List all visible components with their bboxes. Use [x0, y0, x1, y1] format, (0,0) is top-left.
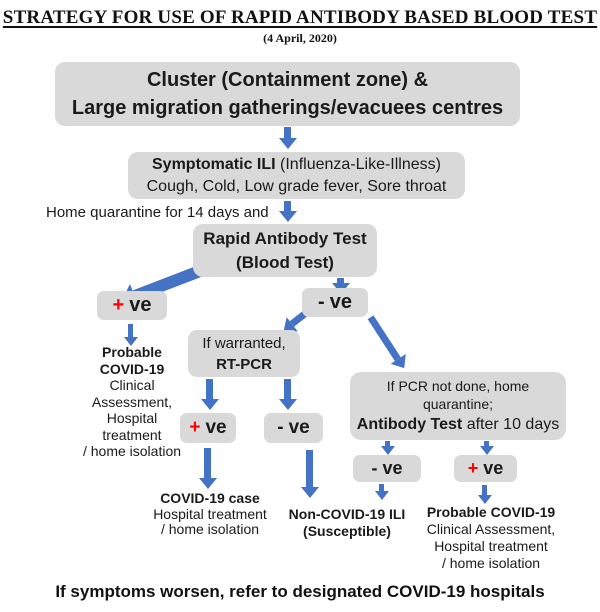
non-covid-line2: (Susceptible): [303, 523, 391, 539]
probable-left-line1: Probable: [102, 344, 162, 360]
pcr-not-done-line2: quarantine;: [422, 396, 494, 412]
diagram-date: (4 April, 2020): [263, 31, 337, 45]
minus-sign: -: [277, 417, 284, 438]
ve-label: ve: [288, 417, 310, 438]
covid-case-line1: COVID-19 case: [160, 490, 260, 506]
node-negative-result-1: -ve: [302, 288, 368, 317]
probable-left-line7: / home isolation: [82, 443, 182, 459]
plus-sign: +: [189, 417, 201, 438]
rt-pcr-line1: If warranted,: [202, 334, 286, 352]
node-probable-covid-left: Probable COVID-19 Clinical Assessment, H…: [62, 344, 202, 460]
cluster-line1: Cluster (Containment zone) &: [146, 69, 429, 91]
minus-sign: -: [318, 291, 325, 313]
node-symptomatic-ili: Symptomatic ILI (Influenza-Like-Illness)…: [128, 152, 465, 199]
symptomatic-line1: Symptomatic ILI (Influenza-Like-Illness): [152, 154, 441, 176]
node-pcr-not-done: If PCR not done, home quarantine; Antibo…: [350, 372, 566, 440]
node-non-covid-ili: Non-COVID-19 ILI (Susceptible): [284, 506, 410, 540]
node-positive-result-2: +ve: [180, 413, 236, 443]
probable-left-line2: COVID-19: [99, 360, 165, 377]
node-covid-case: COVID-19 case Hospital treatment / home …: [140, 490, 280, 538]
ve-label: ve: [483, 458, 504, 478]
node-probable-covid-right: Probable COVID-19 Clinical Assessment, H…: [418, 504, 564, 572]
plus-sign: +: [112, 294, 125, 316]
arrow-positive-to-probable-left: [123, 324, 139, 346]
arrow-rtpcr-to-negative: [279, 379, 297, 410]
covid-case-line3: / home isolation: [160, 521, 260, 537]
arrow-rtpcr-to-positive: [201, 379, 219, 410]
probable-left-line3: Clinical: [109, 377, 155, 393]
ve-label: ve: [205, 417, 227, 438]
arrow-negative-to-pcrnotdone: [363, 312, 412, 374]
ve-label: ve: [129, 294, 152, 316]
symptomatic-subtitle: (Influenza-Like-Illness): [275, 155, 441, 173]
antibody-test-label: Antibody Test: [356, 416, 463, 433]
plus-sign: +: [467, 458, 479, 478]
ve-label: ve: [382, 458, 403, 478]
rapid-test-line2: (Blood Test): [236, 252, 334, 272]
non-covid-line1: Non-COVID-19 ILI: [288, 506, 406, 522]
arrow-negative-to-noncovid: [374, 484, 390, 500]
text-home-quarantine: Home quarantine for 14 days and: [46, 204, 269, 221]
rapid-test-line1: Rapid Antibody Test: [203, 228, 367, 248]
node-positive-result-1: +ve: [97, 291, 167, 320]
symptomatic-line2: Cough, Cold, Low grade fever, Sore throa…: [146, 177, 447, 195]
ve-label: ve: [329, 291, 352, 313]
node-negative-result-2: -ve: [264, 413, 323, 443]
node-negative-result-3: -ve: [353, 455, 421, 482]
arrow-negative-to-noncovid-2: [301, 450, 319, 498]
node-rapid-antibody-test: Rapid Antibody Test (Blood Test): [193, 224, 377, 277]
pcr-not-done-line1: If PCR not done, home: [386, 378, 530, 394]
probable-right-line2: Clinical Assessment,: [426, 521, 556, 537]
diagram-title: STRATEGY FOR USE OF RAPID ANTIBODY BASED…: [2, 7, 598, 28]
probable-left-line4: Assessment,: [91, 393, 173, 410]
cluster-line2: Large migration gatherings/evacuees cent…: [71, 97, 504, 119]
arrow-pcrnotdone-to-negative: [380, 441, 396, 455]
footer-note: If symptoms worsen, refer to designated …: [55, 582, 545, 601]
node-cluster: Cluster (Containment zone) & Large migra…: [55, 62, 520, 126]
minus-sign: -: [371, 458, 378, 478]
arrow-pcrnotdone-to-positive: [479, 441, 495, 455]
probable-left-line5: Hospital: [106, 410, 158, 426]
arrow-positive-to-probable-right: [477, 485, 493, 504]
rt-pcr-line2: RT-PCR: [216, 355, 272, 373]
node-positive-result-3: +ve: [454, 455, 517, 482]
probable-right-line3: Hospital treatment: [434, 538, 548, 554]
arrow-symptomatic-down: [279, 201, 297, 222]
pcr-not-done-line3: Antibody Test after 10 days: [357, 414, 559, 435]
node-rt-pcr: If warranted, RT-PCR: [188, 330, 300, 377]
arrow-cluster-to-symptomatic: [279, 127, 297, 149]
probable-right-line4: / home isolation: [441, 555, 541, 571]
after-10-days-label: after 10 days: [462, 416, 560, 433]
probable-right-line1: Probable COVID-19: [426, 504, 556, 520]
symptomatic-title: Symptomatic ILI: [152, 155, 276, 173]
probable-left-line6: treatment: [102, 426, 162, 443]
covid-case-line2: Hospital treatment: [153, 505, 267, 522]
